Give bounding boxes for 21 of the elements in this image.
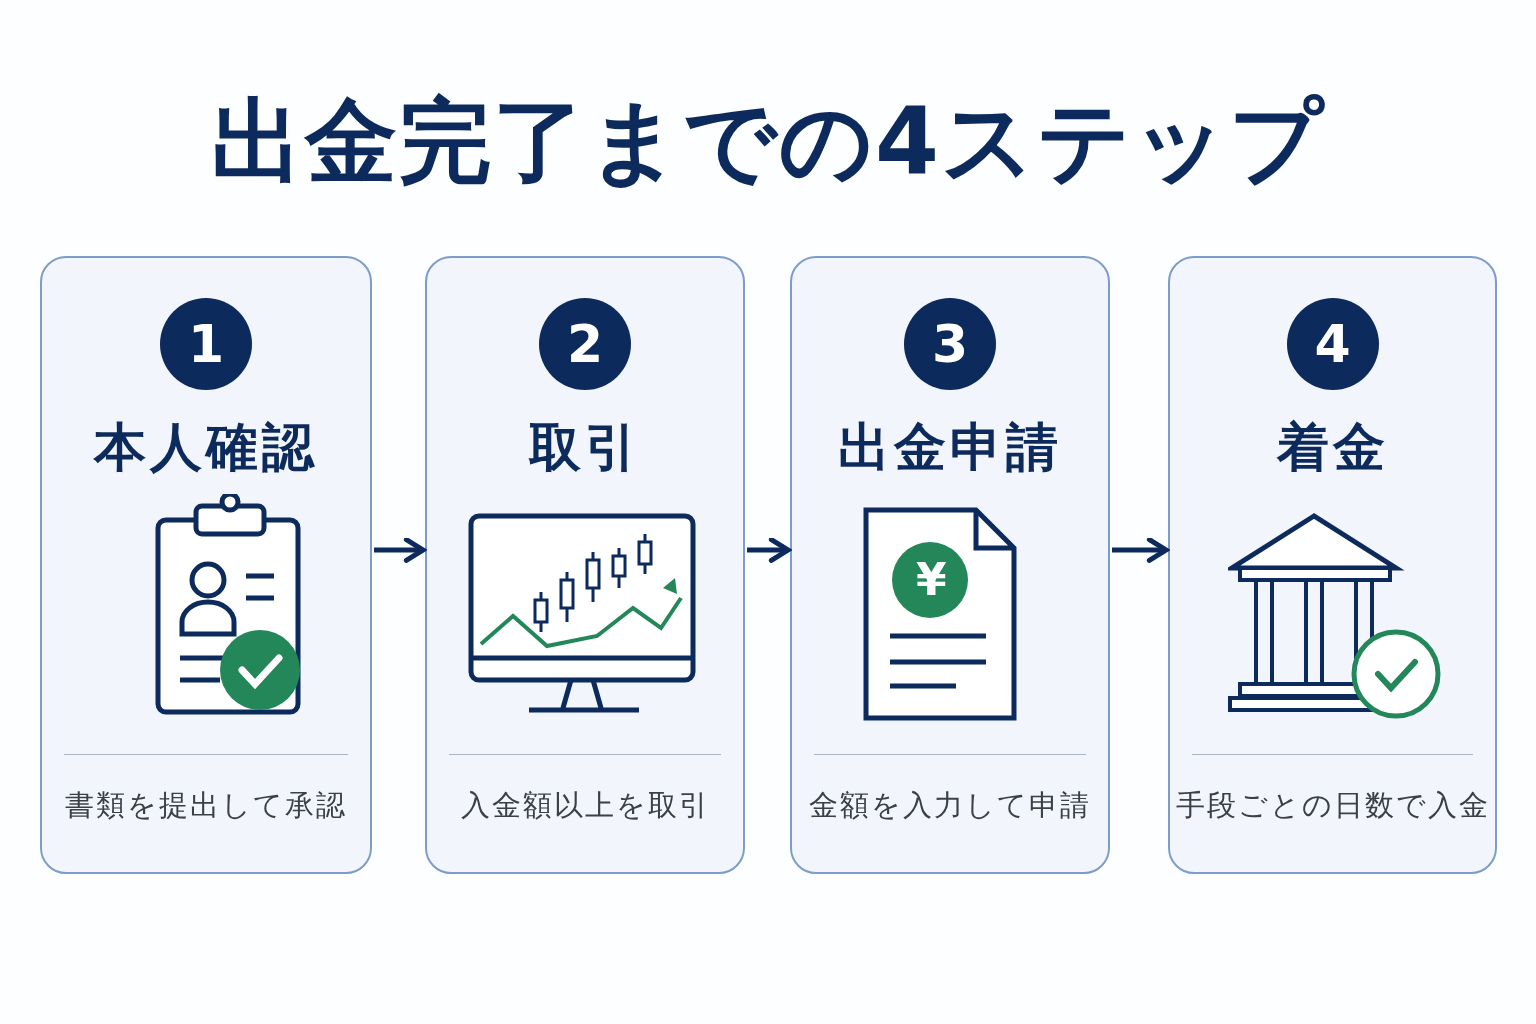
yen-sign: ¥	[916, 558, 947, 602]
step-description: 手段ごとの日数で入金	[1175, 787, 1490, 824]
step-title: 着金	[1276, 416, 1389, 479]
step-description: 書類を提出して承認	[65, 787, 347, 824]
step-card	[40, 256, 372, 874]
step-description: 金額を入力して申請	[809, 787, 1091, 824]
step-title: 本人確認	[94, 416, 318, 479]
step-card	[1168, 256, 1497, 874]
title: 出金完了までの4ステップ	[211, 87, 1325, 197]
arrow	[747, 537, 791, 563]
step-number-badge: 2	[539, 298, 631, 390]
step-title: 出金申請	[838, 416, 1062, 479]
step-description: 入金額以上を取引	[460, 787, 710, 824]
step-card	[790, 256, 1110, 874]
step-number-badge: 4	[1286, 298, 1379, 390]
arrow	[374, 537, 426, 563]
step-number-badge: 3	[904, 298, 996, 390]
arrow	[1112, 537, 1169, 563]
step-card	[425, 256, 745, 874]
step-title: 取引	[529, 416, 641, 479]
step-number-badge: 1	[160, 298, 252, 390]
